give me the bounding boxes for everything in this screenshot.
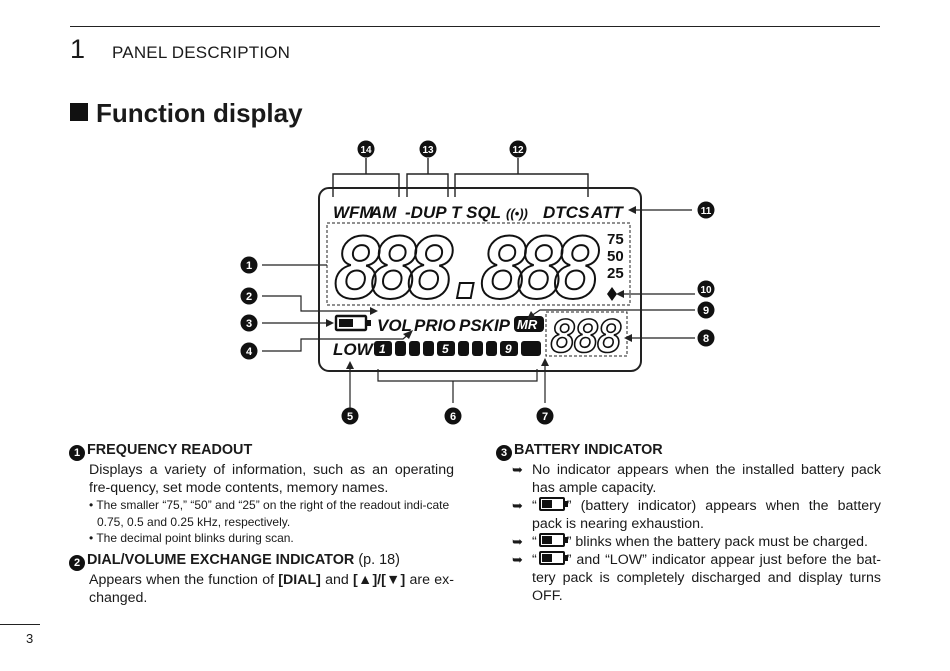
callout-8-icon (697, 329, 715, 347)
callout-5-icon (341, 407, 359, 425)
lcd-tsql-label: T SQL (451, 203, 501, 222)
callout-3-icon (240, 314, 258, 332)
callout-12-icon (509, 140, 527, 158)
callout-6-icon (444, 407, 462, 425)
svg-text:4: 4 (246, 346, 253, 358)
lcd-main-digits: 888.888 (333, 220, 603, 318)
svg-text:1: 1 (246, 260, 252, 272)
item1-note-1: • The smaller “75,” “50” and “25” on the… (89, 498, 450, 529)
battery-line-2: ➥“” (battery indicator) appears when the… (512, 497, 881, 532)
svg-text:3: 3 (246, 318, 252, 330)
lcd-fraction-25: 25 (607, 265, 624, 282)
lcd-wfm-label: WFM (333, 203, 374, 222)
lcd-mr-label: MR (517, 317, 538, 332)
lcd-mr-badge (514, 316, 544, 332)
section-square-icon (70, 103, 88, 121)
lcd-bar-5: 5 (442, 342, 449, 356)
svg-text:2: 2 (246, 291, 252, 303)
item3-title: BATTERY INDICATOR (514, 442, 663, 458)
lcd-am-label: AM (369, 203, 397, 222)
lcd-battery-icon (334, 314, 371, 332)
lcd-bar-9: 9 (505, 342, 512, 356)
item3-number-badge: 3 (496, 445, 512, 461)
item1-number-badge: 1 (69, 445, 85, 461)
page-number: 3 (26, 631, 34, 646)
callout-13-icon (419, 140, 437, 158)
svg-text:13: 13 (422, 145, 434, 156)
svg-text:7: 7 (542, 411, 548, 423)
arrow-bullet-icon: ➥ (512, 462, 523, 477)
item1-body: Displays a variety of information, such … (89, 462, 454, 496)
item1-title: FREQUENCY READOUT (87, 442, 253, 458)
lcd-fraction-75: 75 (607, 231, 624, 248)
lcd-bar-1: 1 (379, 342, 386, 356)
lcd-bell-icon: ((•)) (506, 206, 528, 221)
svg-text:11: 11 (701, 206, 712, 217)
battery-line-4: ➥“” and “LOW” indicator appear just befo… (512, 551, 881, 604)
section-title: Function display (96, 98, 303, 128)
svg-text:12: 12 (512, 145, 524, 156)
lcd-pskip-label: PSKIP (459, 316, 511, 335)
svg-text:5: 5 (347, 411, 353, 423)
item2-title: DIAL/VOLUME EXCHANGE INDICATOR (87, 551, 355, 568)
chapter-title: PANEL DESCRIPTION (112, 43, 291, 62)
lcd-small-digits: 888 (550, 312, 623, 363)
header-rule (70, 26, 880, 27)
lcd-low-label: LOW (333, 340, 375, 359)
item2-body: Appears when the function of [DIAL] and … (89, 571, 454, 606)
svg-text:8: 8 (703, 333, 709, 345)
svg-text:6: 6 (450, 411, 456, 423)
arrow-bullet-icon: ➥ (512, 534, 523, 549)
item2-number-badge: 2 (69, 554, 85, 571)
lcd-diamond-icon (607, 287, 617, 301)
battery-icon (538, 533, 568, 547)
function-display-diagram: WFM AM -DUP T SQL ((•)) DTCS ATT 888.888… (240, 140, 715, 425)
battery-icon (538, 551, 568, 565)
lcd-prio-label: PRIO (414, 316, 456, 335)
lcd-vol-label: VOL (377, 316, 412, 335)
callout-7-icon (536, 407, 554, 425)
battery-line-3: ➥“” blinks when the battery pack must be… (512, 533, 868, 550)
callout-14-icon (357, 140, 375, 158)
lcd-att-label: ATT (590, 203, 624, 222)
battery-icon (538, 497, 568, 511)
item1-note-2: • The decimal point blinks during scan. (89, 531, 294, 545)
svg-text:9: 9 (703, 305, 709, 317)
lcd-dup-label: -DUP (405, 203, 447, 222)
lcd-frame (318, 187, 642, 372)
footer-rule (0, 624, 40, 625)
chapter-number: 1 (70, 34, 86, 64)
callout-1-icon (240, 256, 258, 274)
callout-2-icon (240, 287, 258, 305)
battery-line-1: ➥No indicator appears when the installed… (512, 462, 881, 496)
callout-10-icon (697, 280, 715, 298)
item2-page-ref: (p. 18) (358, 551, 400, 568)
callout-11-icon (697, 201, 715, 219)
arrow-bullet-icon: ➥ (512, 498, 523, 513)
lcd-dtcs-label: DTCS (543, 203, 590, 222)
callout-4-icon (240, 342, 258, 360)
svg-text:10: 10 (700, 285, 712, 296)
lcd-fraction-50: 50 (607, 248, 624, 265)
arrow-bullet-icon: ➥ (512, 552, 523, 567)
callout-9-icon (697, 301, 715, 319)
svg-text:14: 14 (360, 145, 372, 156)
